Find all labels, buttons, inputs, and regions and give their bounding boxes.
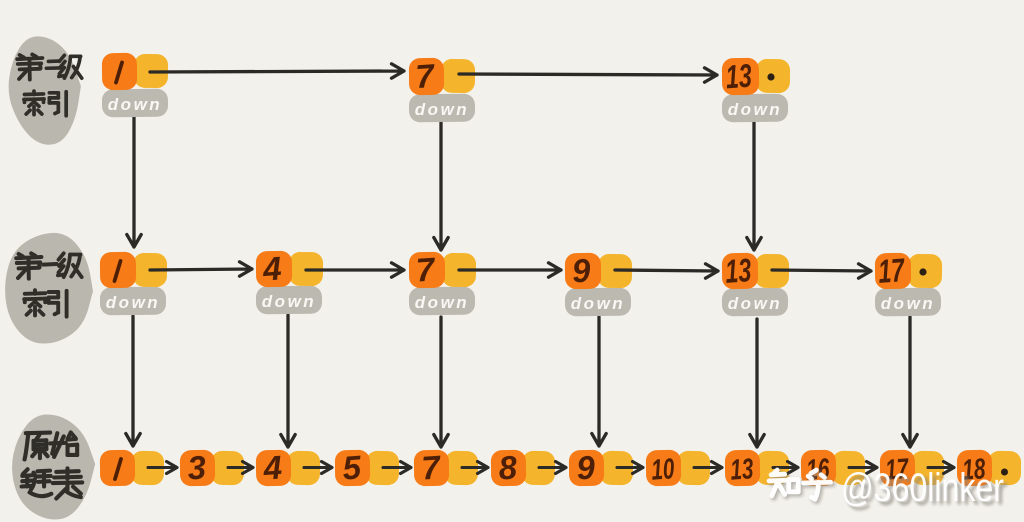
svg-text:17: 17 [877, 251, 907, 290]
svg-text:down: down [415, 293, 469, 312]
svg-text:17: 17 [884, 453, 911, 487]
svg-text:3: 3 [186, 448, 207, 486]
svg-text:down: down [728, 294, 782, 313]
svg-text:down: down [262, 292, 316, 311]
svg-text:7: 7 [420, 448, 443, 486]
svg-text:4: 4 [261, 249, 283, 287]
svg-text:7: 7 [414, 57, 437, 95]
svg-text:5: 5 [341, 448, 363, 486]
svg-text:18: 18 [961, 453, 987, 487]
svg-text:down: down [106, 293, 160, 312]
svg-text:4: 4 [261, 448, 283, 486]
svg-text:@360linker: @360linker [841, 466, 1004, 510]
svg-text:8: 8 [497, 448, 519, 486]
svg-text:down: down [415, 100, 469, 119]
svg-text:down: down [571, 294, 625, 313]
svg-text:9: 9 [575, 448, 597, 486]
svg-text:@360linker: @360linker [845, 470, 1008, 514]
svg-text:10: 10 [650, 453, 675, 487]
svg-text:9: 9 [571, 251, 593, 289]
svg-text:down: down [881, 294, 935, 313]
svg-text:down: down [728, 100, 782, 119]
svg-text:7: 7 [415, 250, 438, 288]
svg-text:13: 13 [724, 251, 753, 290]
svg-text:13: 13 [729, 453, 754, 487]
svg-text:down: down [108, 95, 162, 114]
svg-text:13: 13 [724, 57, 753, 96]
